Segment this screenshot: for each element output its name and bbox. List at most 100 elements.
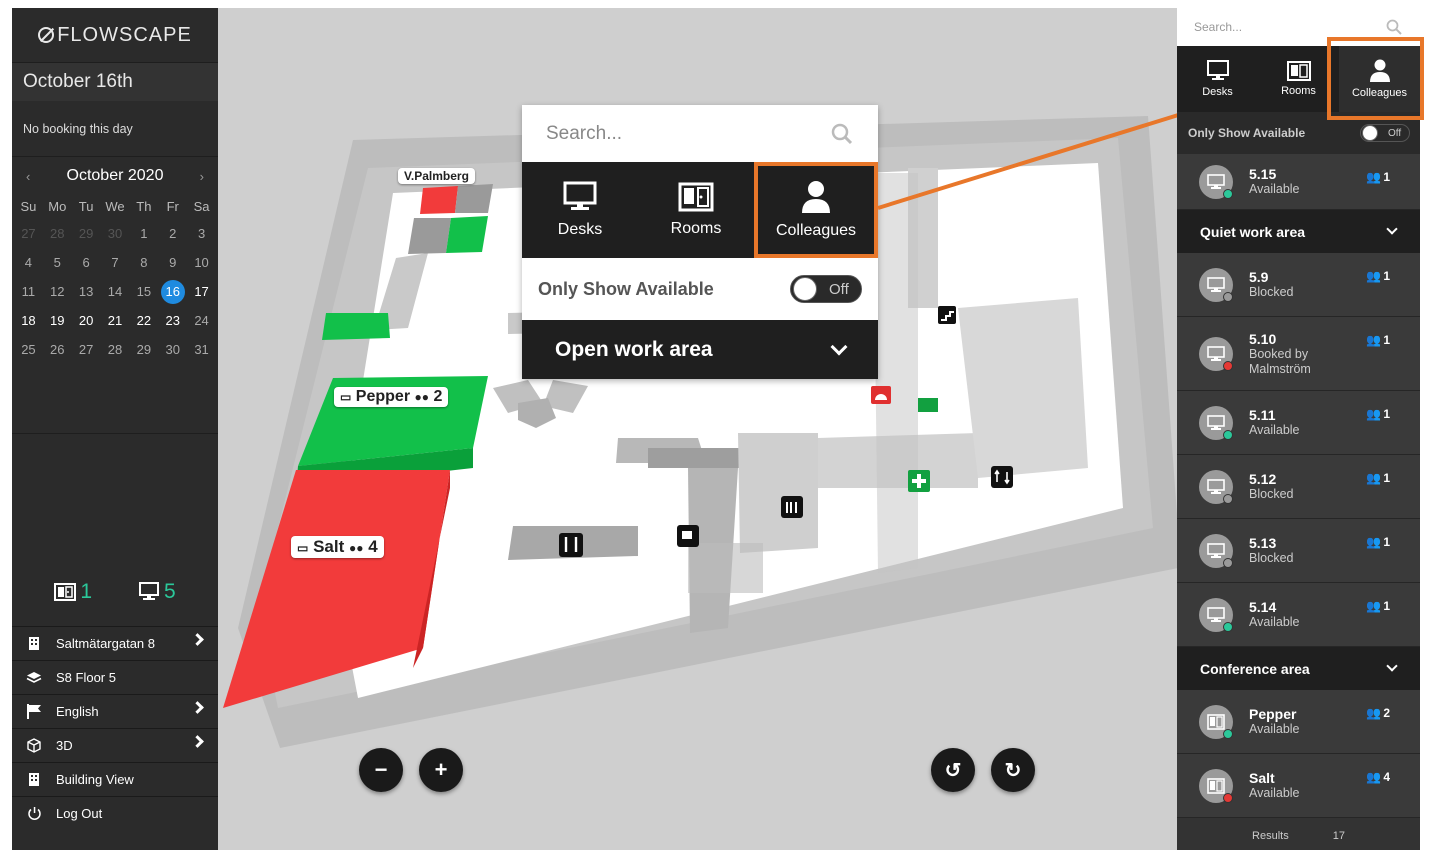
minus-icon: − xyxy=(374,757,388,782)
calendar-icon: ▭ xyxy=(297,541,309,555)
calendar-day[interactable]: 6 xyxy=(82,255,90,270)
desk-avatar xyxy=(1199,164,1233,199)
calendar-day[interactable]: 8 xyxy=(140,255,148,270)
floor-map[interactable]: V.Palmberg ▭ Pepper ●● 2 ▭ Salt ●● 4 − +… xyxy=(218,8,1177,850)
calendar-day[interactable]: 27 xyxy=(21,226,36,241)
calendar-day[interactable]: 16 xyxy=(158,277,187,306)
room-label-pepper-cap: 2 xyxy=(433,388,443,405)
person-icon xyxy=(1369,59,1390,82)
calendar-day[interactable]: 29 xyxy=(78,226,94,241)
zoom-search-bar[interactable]: Search... xyxy=(522,105,878,162)
group-header-conference[interactable]: Conference area xyxy=(1177,647,1420,690)
calendar-day[interactable]: 29 xyxy=(136,342,152,357)
calendar-day[interactable]: 25 xyxy=(21,342,36,357)
zoom-in-button[interactable]: + xyxy=(419,748,463,792)
room-label-pepper[interactable]: ▭ Pepper ●● 2 xyxy=(334,387,449,407)
zoom-out-button[interactable]: − xyxy=(359,748,403,792)
calendar-day[interactable]: 17 xyxy=(194,284,209,299)
calendar-day[interactable]: 24 xyxy=(194,313,209,328)
calendar-day[interactable]: 27 xyxy=(78,342,94,357)
calendar-day[interactable]: 11 xyxy=(21,284,36,299)
calendar-day[interactable]: 20 xyxy=(78,313,94,328)
chevron-down-icon xyxy=(1386,659,1398,672)
status-dot xyxy=(1223,188,1233,199)
flag-icon xyxy=(26,704,42,720)
calendar-day[interactable]: 1 xyxy=(140,226,148,241)
zoom-filter-label: Only Show Available xyxy=(538,278,714,299)
list-item[interactable]: 5.15 Available 👥1 xyxy=(1177,154,1420,210)
sidebar-menu: Saltmätargatan 8 S8 Floor 5 English 3D B… xyxy=(12,626,218,830)
next-month-button[interactable]: › xyxy=(199,168,204,184)
menu-floor[interactable]: S8 Floor 5 xyxy=(12,660,218,694)
tab-rooms[interactable]: Rooms xyxy=(1258,46,1339,112)
calendar-day[interactable]: 23 xyxy=(165,313,180,328)
rotate-left-icon: ↺ xyxy=(944,759,962,782)
group-header-quiet[interactable]: Quiet work area xyxy=(1177,210,1420,253)
zoom-tab-desks[interactable]: Desks xyxy=(522,162,638,258)
available-toggle[interactable]: Off xyxy=(1360,124,1410,142)
zoom-group-header[interactable]: Open work area xyxy=(522,320,878,379)
calendar-day[interactable]: 26 xyxy=(50,342,65,357)
capacity: 👥1 xyxy=(1366,599,1390,613)
status-dot xyxy=(1223,792,1233,803)
calendar-day[interactable]: 7 xyxy=(111,255,119,270)
results-label: Results xyxy=(1252,830,1289,842)
desk-avatar xyxy=(1199,405,1233,440)
menu-language[interactable]: English xyxy=(12,694,218,728)
calendar-day[interactable]: 19 xyxy=(50,313,65,328)
calendar-day[interactable]: 13 xyxy=(78,284,94,299)
menu-address[interactable]: Saltmätargatan 8 xyxy=(12,626,218,660)
calendar-day[interactable]: 21 xyxy=(107,313,123,328)
desk-count-value: 5 xyxy=(164,580,176,603)
plus-icon: + xyxy=(434,757,448,782)
calendar-day[interactable]: 3 xyxy=(197,226,206,241)
zoom-tab-rooms[interactable]: Rooms xyxy=(638,162,754,258)
calendar-day[interactable]: 12 xyxy=(50,284,65,299)
calendar-day[interactable]: 4 xyxy=(24,255,33,270)
tab-desks[interactable]: Desks xyxy=(1177,46,1258,112)
calendar-day[interactable]: 2 xyxy=(169,226,177,241)
capacity-value: 1 xyxy=(1383,333,1390,347)
menu-logout[interactable]: Log Out xyxy=(12,796,218,830)
search-input[interactable]: Search... xyxy=(1194,20,1243,34)
search-bar[interactable]: Search... xyxy=(1177,8,1420,46)
calendar-day[interactable]: 28 xyxy=(107,342,123,357)
desk-label-palmberg[interactable]: V.Palmberg xyxy=(398,168,475,184)
calendar-day[interactable]: 5 xyxy=(53,255,61,270)
calendar-day[interactable]: 30 xyxy=(107,226,123,241)
rotate-left-button[interactable]: ↺ xyxy=(931,748,975,792)
people-icon: 👥 xyxy=(1366,269,1382,283)
rotate-right-button[interactable]: ↻ xyxy=(991,748,1035,792)
room-label-pepper-name: Pepper xyxy=(355,388,411,405)
calendar-day[interactable]: 31 xyxy=(194,342,209,357)
calendar-day[interactable]: 22 xyxy=(136,313,152,328)
calendar-day[interactable]: 14 xyxy=(107,284,123,299)
menu-view-mode[interactable]: 3D xyxy=(12,728,218,762)
room-door-icon xyxy=(1286,61,1311,81)
zoom-tab-colleagues[interactable]: Colleagues xyxy=(754,162,878,258)
menu-address-label: Saltmätargatan 8 xyxy=(56,636,156,651)
chevron-right-icon xyxy=(191,735,204,748)
menu-building-view[interactable]: Building View xyxy=(12,762,218,796)
calendar-day[interactable]: 10 xyxy=(194,255,209,270)
tab-colleagues[interactable]: Colleagues xyxy=(1339,46,1420,112)
calendar-day[interactable]: 18 xyxy=(21,313,36,328)
room-label-salt[interactable]: ▭ Salt ●● 4 xyxy=(291,536,384,558)
menu-floor-label: S8 Floor 5 xyxy=(56,670,116,685)
calendar-day[interactable]: 15 xyxy=(136,284,152,299)
status-dot xyxy=(1223,493,1233,504)
calendar-day[interactable]: 28 xyxy=(50,226,65,241)
zoom-available-toggle[interactable]: Off xyxy=(790,275,862,303)
prev-month-button[interactable]: ‹ xyxy=(26,168,31,184)
calendar-day[interactable]: 30 xyxy=(165,342,180,357)
calendar-day[interactable]: 9 xyxy=(169,255,177,270)
